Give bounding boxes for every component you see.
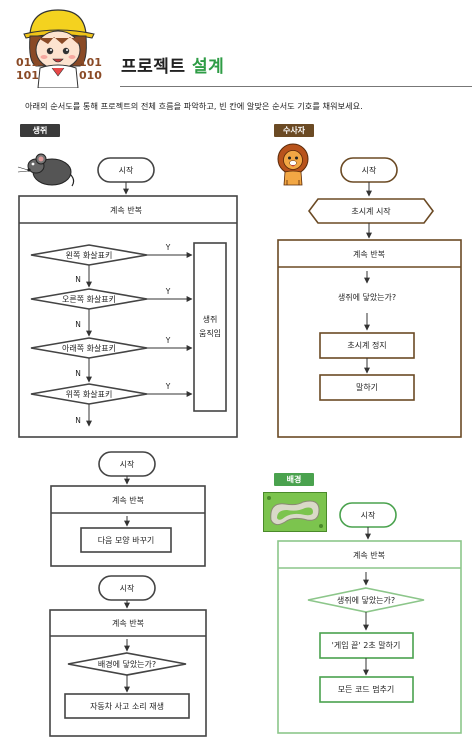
no-label: N (75, 275, 81, 284)
step-label: 다음 모양 바꾸기 (98, 535, 155, 545)
condition-left-label: 왼쪽 화살표키 (66, 251, 113, 260)
lion-icon (277, 143, 309, 186)
stop-label: 모든 코드 멈추기 (338, 684, 395, 694)
page-title: 프로젝트 설계 (121, 57, 225, 77)
loop-label: 계속 반복 (112, 618, 144, 628)
binary-badge-left: 011 101 (16, 56, 39, 82)
flowchart-mouse-3 (49, 575, 207, 737)
loop-label: 계속 반복 (112, 495, 144, 505)
no-label: N (75, 320, 81, 329)
action-label-line1: 생쥐 (203, 314, 218, 324)
loop-label: 계속 반복 (353, 249, 385, 259)
say-label: '게임 끝' 2초 말하기 (332, 640, 401, 650)
start-label: 시작 (119, 165, 134, 175)
process-box (64, 693, 190, 719)
condition-label: 생쥐에 닿았는가? (338, 292, 396, 302)
say-label: 말하기 (356, 382, 378, 392)
character-mascot-icon (23, 9, 95, 88)
process-box-say (319, 374, 415, 401)
start-label: 시작 (361, 510, 376, 520)
preparation-shape (308, 198, 434, 224)
start-label: 시작 (120, 583, 135, 593)
condition-label: 배경에 닿았는가? (98, 659, 156, 669)
action-label-line2: 움직임 (199, 328, 221, 338)
condition-right-label: 오른쪽 화살표키 (62, 295, 116, 304)
stop-label: 초시계 정지 (347, 340, 386, 350)
page-title-accent: 설계 (191, 57, 225, 77)
condition-down-label: 아래쪽 화살표키 (62, 343, 116, 353)
mouse-icon (17, 153, 75, 187)
tag-background: 배경 (274, 473, 314, 486)
action-box (193, 242, 227, 412)
process-box (80, 527, 172, 553)
start-label: 시작 (120, 459, 135, 469)
process-box-stop (319, 676, 414, 703)
yes-label: Y (165, 287, 171, 296)
start-label: 시작 (362, 165, 377, 175)
tag-lion: 수사자 (274, 124, 314, 137)
condition-up-label: 위쪽 화살표키 (66, 390, 113, 399)
condition-label: 생쥐에 닿았는가? (337, 595, 395, 605)
tag-mouse: 생쥐 (20, 124, 60, 137)
process-box-say (319, 632, 414, 659)
flowchart-mouse (18, 157, 238, 438)
flowchart-mouse-2 (50, 451, 206, 567)
prep-label: 초시계 시작 (351, 206, 391, 216)
no-label: N (75, 416, 81, 425)
binary-badge-right: 101 010 (79, 56, 102, 82)
flowchart-background (277, 502, 462, 734)
loop-label: 계속 반복 (110, 205, 142, 215)
loop-label: 계속 반복 (353, 550, 385, 560)
step-label: 자동차 사고 소리 재생 (90, 701, 164, 711)
instruction-text: 아래의 순서도를 통해 프로젝트의 전체 흐름을 파악하고, 빈 칸에 알맞은 … (25, 101, 363, 111)
yes-label: Y (165, 243, 171, 252)
yes-label: Y (165, 336, 171, 345)
process-box-stop (319, 332, 415, 359)
no-label: N (75, 369, 81, 378)
yes-label: Y (165, 382, 171, 391)
flowchart-lion (277, 157, 462, 438)
track-thumbnail (263, 492, 327, 532)
title-divider (120, 86, 472, 87)
